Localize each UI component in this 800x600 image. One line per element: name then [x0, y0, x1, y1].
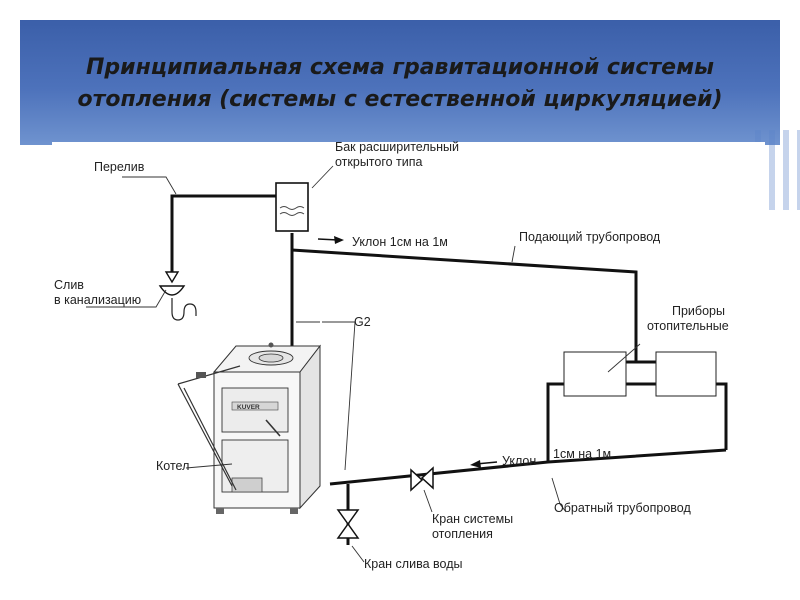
slide-title-line-1: Принципиальная схема гравитационной сист… [86, 55, 714, 80]
label-tank-line-2: открытого типа [335, 155, 423, 169]
drain-valve-icon [336, 509, 360, 539]
arrow-right-icon [317, 236, 344, 244]
label-drain-valve: Кран слива воды [364, 557, 462, 571]
label-return-pipe: Обратный трубопровод [554, 501, 691, 515]
leader-lines [86, 165, 641, 563]
label-radiators-line-1: Приборы [672, 304, 725, 318]
boiler-icon: KUVER [177, 342, 322, 514]
label-slope-top: Уклон 1см на 1м [352, 235, 448, 249]
label-overflow: Перелив [94, 160, 145, 174]
overflow-pipe [170, 194, 276, 272]
label-heating-valve-line-2: отопления [432, 527, 493, 541]
supply-pipe [291, 248, 638, 362]
expansion-tank-icon [275, 182, 309, 232]
slide-title-line-2: отопления (системы с естественной циркул… [77, 87, 723, 112]
label-radiators-line-2: отопительные [647, 319, 729, 333]
arrow-left-icon [470, 460, 498, 468]
label-g2: G2 [354, 315, 371, 329]
label-supply-pipe: Подающий трубопровод [519, 230, 661, 244]
title-banner [20, 20, 780, 145]
boiler-brand: KUVER [237, 404, 260, 411]
label-slope-bottom-b: 1см на 1м [553, 447, 611, 461]
slide-title: Принципиальная схема гравитационной сист… [40, 52, 760, 116]
label-drain-line-2: в канализацию [54, 293, 141, 307]
pipework [170, 194, 728, 545]
label-boiler: Котел [156, 459, 189, 473]
label-heating-valve-line-1: Кран системы [432, 512, 513, 526]
radiator-icon [563, 351, 717, 397]
diagram-labels: Перелив Бак расширительный открытого тип… [54, 140, 729, 571]
valve-icon [410, 466, 434, 492]
drain-funnel-icon [158, 271, 197, 321]
return-pipe [329, 448, 727, 486]
label-tank-line-1: Бак расширительный [335, 140, 459, 154]
radiator-left-drop [546, 382, 564, 462]
label-slope-bottom-a: Уклон [502, 454, 536, 468]
radiator-right-drop [716, 382, 728, 450]
label-drain-line-1: Слив [54, 278, 84, 292]
